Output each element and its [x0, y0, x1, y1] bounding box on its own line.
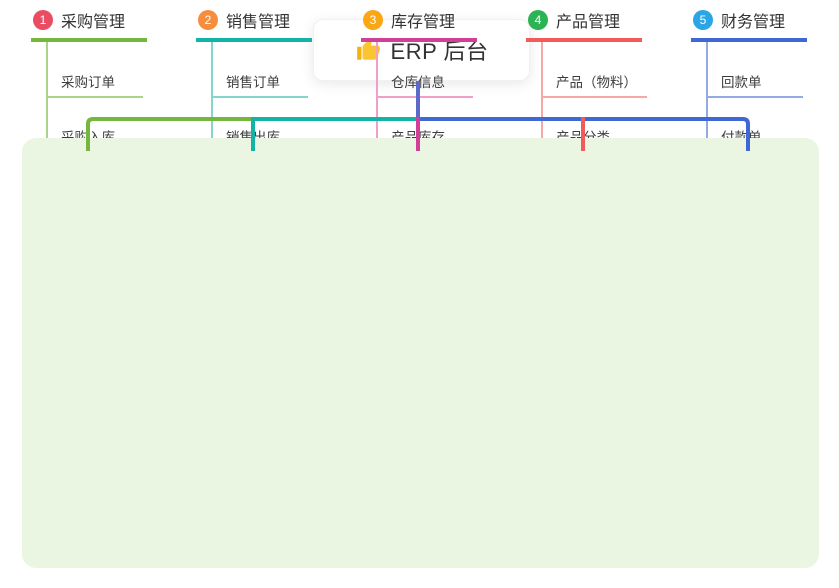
branch-title-label: 财务管理 [721, 14, 786, 31]
node-purchase-order[interactable]: 采购订单 [48, 42, 143, 98]
node-receipt-bill[interactable]: 回款单 [708, 42, 803, 98]
node-sales-order[interactable]: 销售订单 [213, 42, 308, 98]
branch-title-label: 销售管理 [226, 14, 291, 31]
root-node-erp[interactable]: ERP 后台 [313, 19, 530, 81]
node-product-material[interactable]: 产品（物料） [543, 42, 647, 98]
badge-1: 1 [33, 10, 53, 30]
branch-title-label: 产品管理 [556, 14, 621, 31]
badge-2: 2 [198, 10, 218, 30]
branches-container [22, 138, 819, 568]
branch-title-purchase[interactable]: 1 采购管理 [31, 8, 147, 42]
branch-title-finance[interactable]: 5 财务管理 [691, 8, 807, 42]
node-warehouse-info[interactable]: 仓库信息 [378, 42, 473, 98]
branch-title-inventory[interactable]: 3 库存管理 [361, 8, 477, 42]
branch-title-sales[interactable]: 2 销售管理 [196, 8, 312, 42]
badge-5: 5 [693, 10, 713, 30]
branch-title-label: 库存管理 [391, 14, 456, 31]
badge-3: 3 [363, 10, 383, 30]
root-node-label: ERP 后台 [390, 39, 489, 64]
branch-title-label: 采购管理 [61, 14, 126, 31]
branch-title-product[interactable]: 4 产品管理 [526, 8, 642, 42]
badge-4: 4 [528, 10, 548, 30]
thumbs-up-icon [356, 38, 380, 60]
